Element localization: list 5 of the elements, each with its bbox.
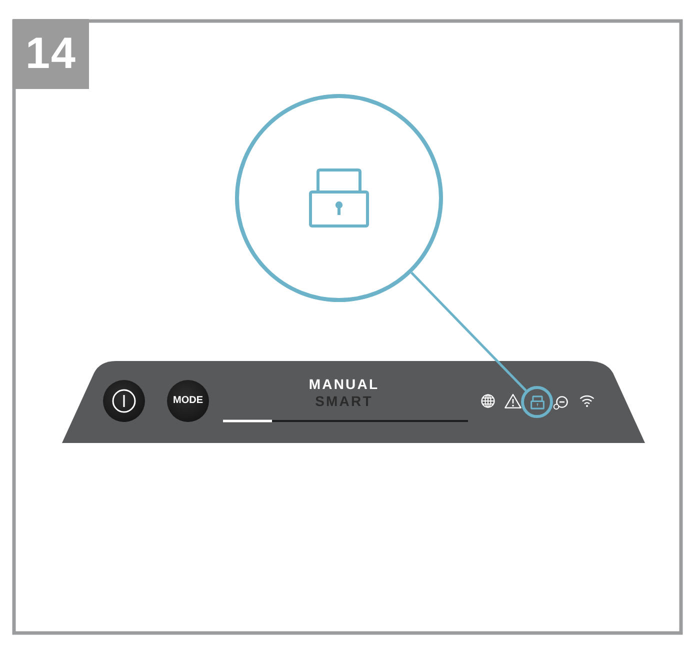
step-number: 14 (13, 19, 89, 89)
magnifier-circle (235, 94, 443, 302)
selected-mode-text: MANUAL (308, 377, 380, 391)
highlight-ring (521, 386, 553, 418)
leader-line (410, 272, 527, 392)
